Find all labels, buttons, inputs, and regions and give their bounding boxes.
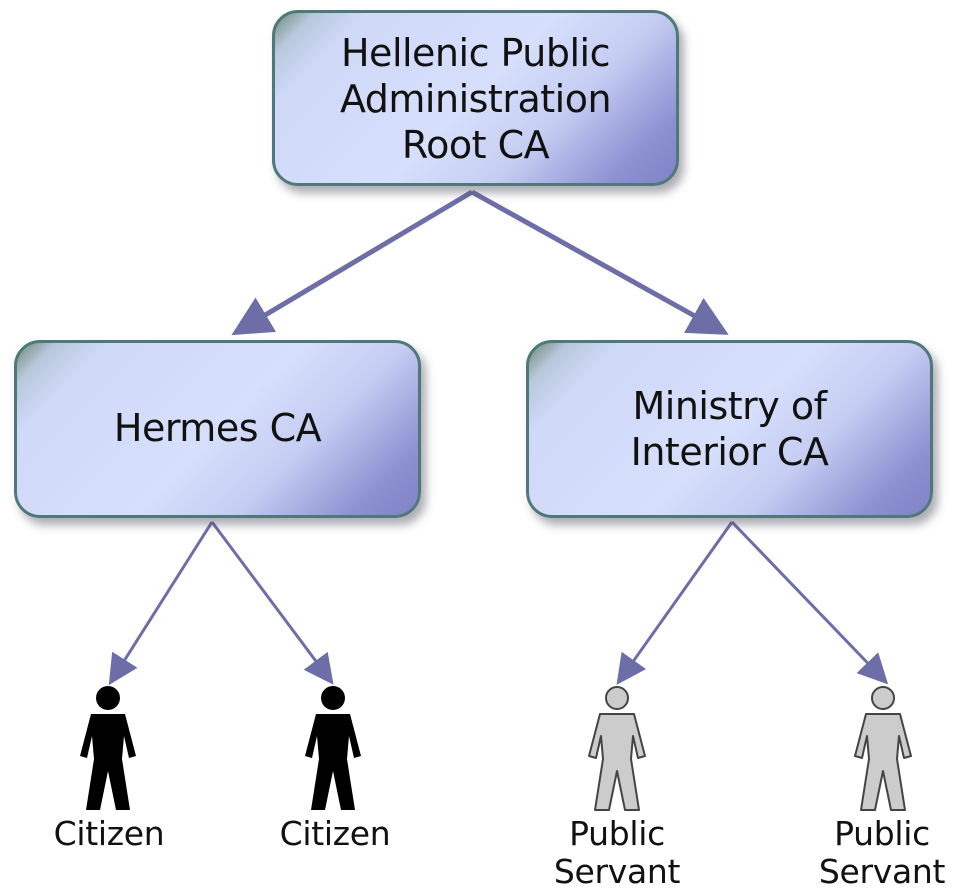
ministry-label-line-2: Interior CA — [630, 430, 829, 474]
edge-root-to-hermes — [231, 189, 474, 336]
public-servant-label-line-2: Servant — [553, 852, 681, 891]
public-servant-label-line-1: Public — [834, 814, 930, 853]
root-ca-label-line-3: Root CA — [401, 123, 550, 167]
public-servant-label: Public Servant — [787, 815, 957, 891]
person-outline-icon — [588, 686, 646, 811]
public-servant-label: Public Servant — [522, 815, 712, 891]
citizen-label: Citizen — [53, 814, 165, 853]
person-icon — [305, 686, 361, 810]
ministry-label-line-1: Ministry of — [632, 384, 827, 428]
edge-root-to-ministry — [470, 189, 729, 335]
hermes-ca-label: Hermes CA — [113, 406, 322, 450]
edge-ministry-to-servant-1 — [616, 521, 734, 685]
public-servant-label-line-2: Servant — [818, 852, 946, 891]
public-servant-label-line-1: Public — [569, 814, 665, 853]
edge-ministry-to-servant-2 — [730, 520, 889, 685]
root-ca-node: Hellenic Public Administration Root CA — [272, 10, 679, 186]
ministry-of-interior-ca-node: Ministry of Interior CA — [526, 340, 933, 518]
person-outline-icon — [854, 686, 912, 811]
root-ca-label: Hellenic Public Administration Root CA — [339, 28, 612, 168]
edge-hermes-to-citizen-2 — [210, 521, 334, 685]
edge-hermes-to-citizen-1 — [108, 521, 214, 686]
root-ca-label-line-1: Hellenic Public — [340, 31, 611, 75]
person-icon — [80, 686, 136, 810]
hermes-ca-node: Hermes CA — [14, 340, 421, 518]
ministry-of-interior-ca-label: Ministry of Interior CA — [631, 383, 829, 475]
citizen-label: Citizen — [279, 814, 391, 853]
root-ca-label-line-2: Administration — [339, 77, 612, 121]
